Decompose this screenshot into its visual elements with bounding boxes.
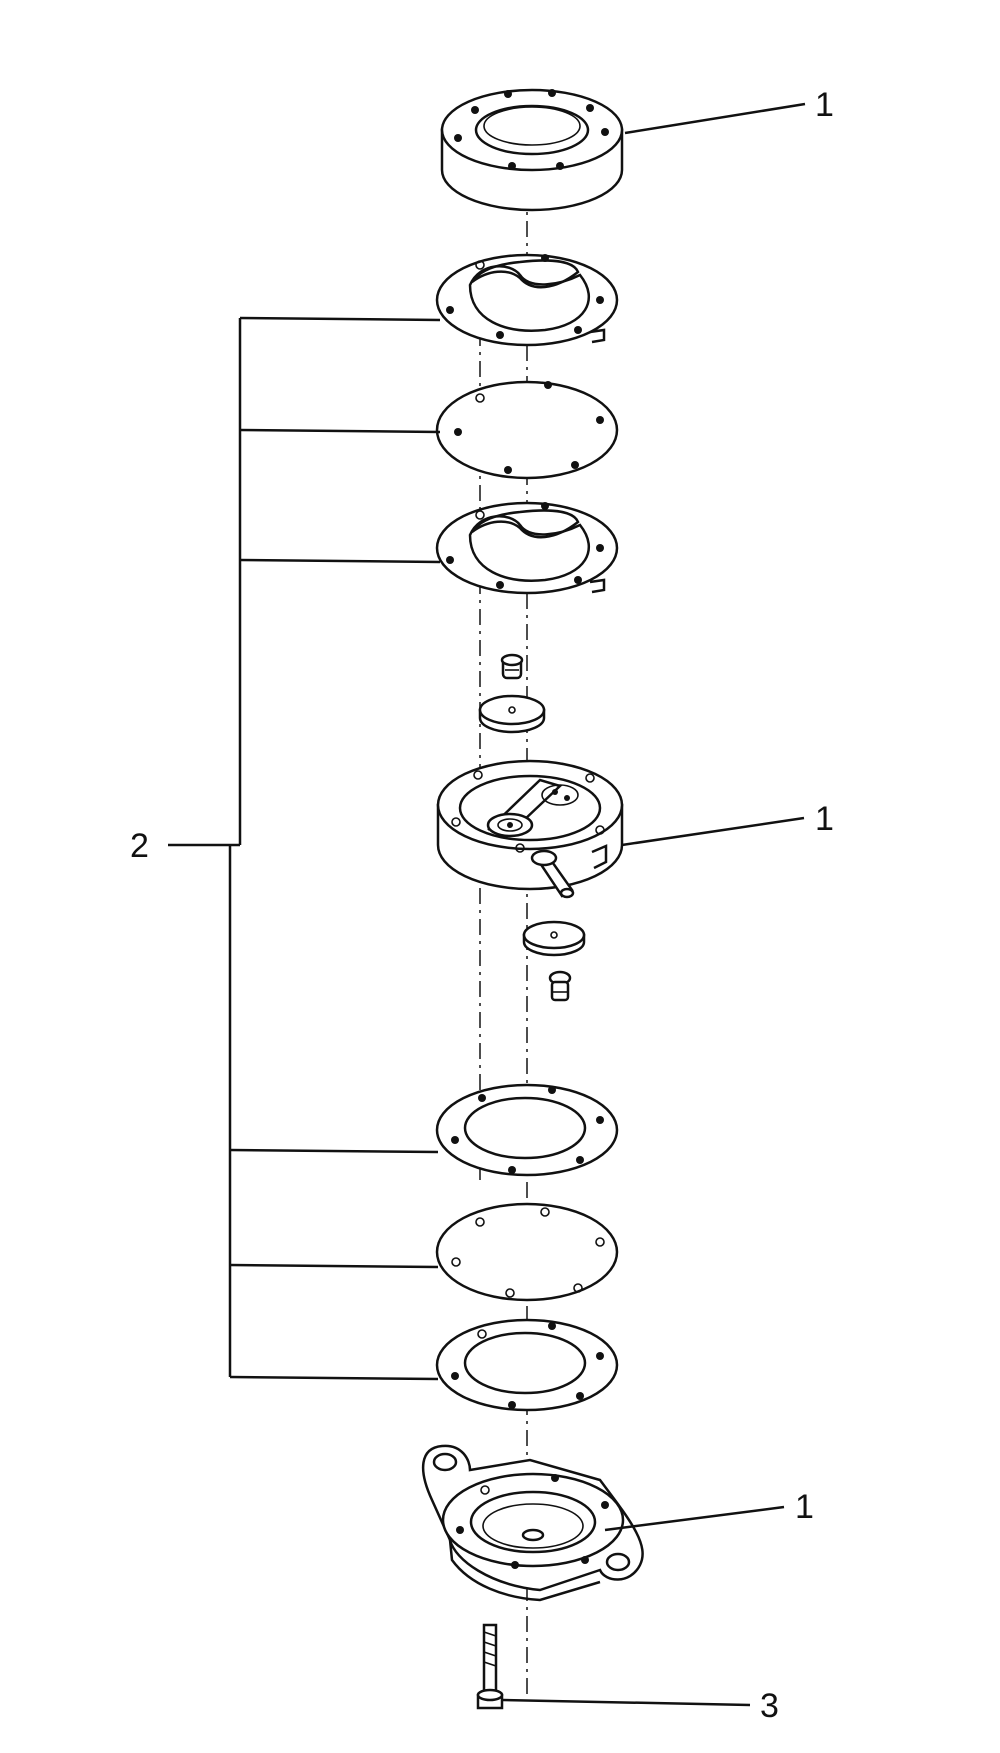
callout-screw: 3 bbox=[760, 1687, 779, 1725]
callout-kit: 2 bbox=[130, 827, 149, 865]
upper-check-valve bbox=[500, 653, 524, 680]
upper-valve-washer bbox=[478, 694, 546, 734]
top-cover bbox=[440, 88, 624, 212]
pump-body bbox=[436, 759, 624, 899]
callout-base-cover: 1 bbox=[795, 1488, 814, 1526]
leader-base-cover bbox=[604, 1505, 785, 1532]
base-cover bbox=[421, 1444, 644, 1602]
leader-pump-body bbox=[621, 816, 805, 847]
screw bbox=[476, 1623, 504, 1710]
callout-top-cover: 1 bbox=[815, 86, 834, 124]
gasket-c bbox=[435, 1083, 619, 1177]
kit-bracket bbox=[168, 316, 441, 1381]
lower-check-valve bbox=[548, 970, 572, 1002]
callout-pump-body: 1 bbox=[815, 800, 834, 838]
gasket-a bbox=[435, 253, 619, 347]
gasket-b bbox=[435, 501, 619, 595]
gasket-d bbox=[435, 1318, 619, 1412]
diaphragm-b bbox=[435, 1202, 619, 1302]
diaphragm-a bbox=[435, 380, 619, 480]
lower-valve-washer bbox=[522, 920, 586, 957]
leader-screw bbox=[502, 1698, 751, 1707]
leader-top-cover bbox=[624, 102, 806, 135]
